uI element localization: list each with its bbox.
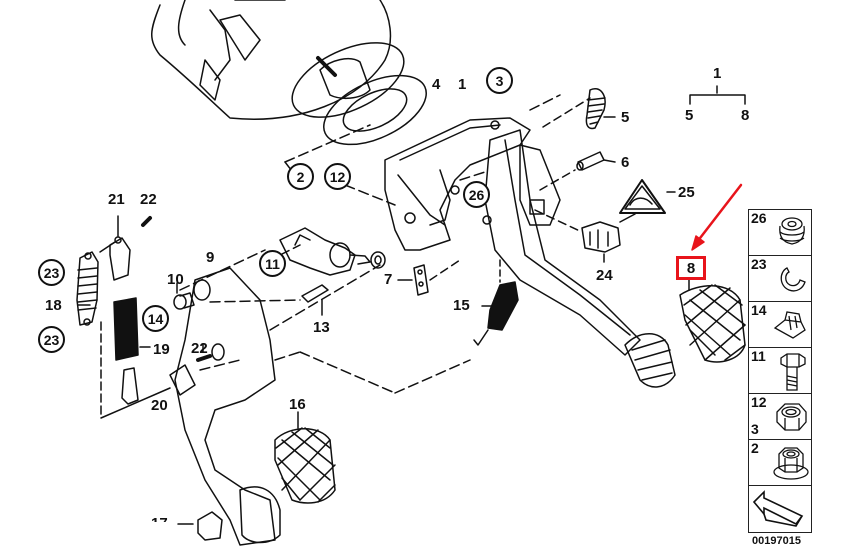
label-6: 6 [621, 154, 630, 171]
label-10: 10 [167, 271, 184, 288]
legend-number: 11 [751, 348, 766, 364]
bushings-10-14-22 [173, 282, 212, 362]
brake-booster [151, 0, 392, 120]
label-16: 16 [289, 396, 306, 413]
clutch-pedal-arm [169, 267, 281, 546]
warning-label-25 [619, 179, 676, 214]
booster-flange [291, 42, 427, 146]
red-arrow-icon [691, 183, 743, 251]
hex-nut-icon [776, 403, 807, 431]
legend-number: 2 [751, 440, 759, 456]
label-5: 5 [621, 109, 630, 126]
switch-24 [534, 209, 636, 263]
legend-number: 23 [751, 256, 767, 272]
legend-item-arrow[interactable] [749, 486, 811, 532]
small-parts-legend: 26 23 14 11 12 3 2 [748, 209, 812, 533]
circled-label-12: 12 [324, 163, 351, 190]
legend-number-secondary: 3 [751, 421, 759, 437]
circled-label-2: 2 [287, 163, 314, 190]
master-cylinder-pushrod [264, 227, 386, 276]
legend-item-11[interactable]: 11 [749, 348, 811, 394]
direction-arrow-icon [752, 490, 804, 527]
legend-number: 26 [751, 210, 767, 226]
label-17: 17 [151, 515, 168, 532]
label-15: 15 [453, 297, 470, 314]
legend-number: 14 [751, 302, 767, 318]
highlighted-part-8[interactable]: 8 [676, 256, 706, 280]
label-25: 25 [678, 184, 695, 201]
label-4: 4 [432, 76, 441, 93]
clip-7 [397, 259, 461, 296]
circled-label-26: 26 [463, 181, 490, 208]
legend-item-14[interactable]: 14 [749, 302, 811, 348]
diagram-part-number: 00197015 [752, 535, 801, 547]
legend-number: 12 [751, 394, 767, 410]
pedal-pad-16 [274, 411, 336, 504]
legend-item-23[interactable]: 23 [749, 256, 811, 302]
circled-label-23-bottom: 23 [38, 326, 65, 353]
cap-13 [301, 284, 329, 316]
flange-nut-icon [773, 447, 809, 480]
circled-label-23-top: 23 [38, 259, 65, 286]
tree-child-5: 5 [685, 107, 694, 124]
label-21: 21 [108, 191, 125, 208]
label-22-bottom: 22 [191, 340, 208, 357]
pedal-pad-8 [679, 277, 746, 363]
cap-17 [177, 511, 223, 541]
clip-nut-icon [773, 311, 806, 339]
label-22-top: 22 [140, 191, 157, 208]
label-18: 18 [45, 297, 62, 314]
circled-label-11: 11 [259, 250, 286, 277]
circlip-icon [780, 267, 806, 292]
hex-bolt-icon [780, 353, 806, 391]
circled-label-14: 14 [142, 305, 169, 332]
label-7: 7 [384, 271, 393, 288]
assembly-lines [179, 94, 561, 394]
tree-parent-label: 1 [713, 65, 722, 82]
return-spring-5 [542, 88, 616, 130]
assembly-tree-bracket [689, 85, 746, 105]
label-19: 19 [153, 341, 170, 358]
spring-assembly-18-23 [76, 215, 171, 419]
spring-15 [473, 259, 519, 346]
tree-child-8: 8 [741, 107, 750, 124]
rubber-bushing-icon [779, 217, 805, 245]
legend-item-2[interactable]: 2 [749, 440, 811, 486]
brake-pedal-arm [482, 129, 676, 388]
circled-label-3: 3 [486, 67, 513, 94]
label-1: 1 [458, 76, 467, 93]
pin-6 [539, 151, 616, 191]
label-24: 24 [596, 267, 613, 284]
label-20: 20 [151, 397, 168, 414]
pedal-bracket [384, 117, 561, 251]
label-9: 9 [206, 249, 215, 266]
legend-item-12-3[interactable]: 12 3 [749, 394, 811, 440]
label-13: 13 [313, 319, 330, 336]
legend-item-26[interactable]: 26 [749, 210, 811, 256]
